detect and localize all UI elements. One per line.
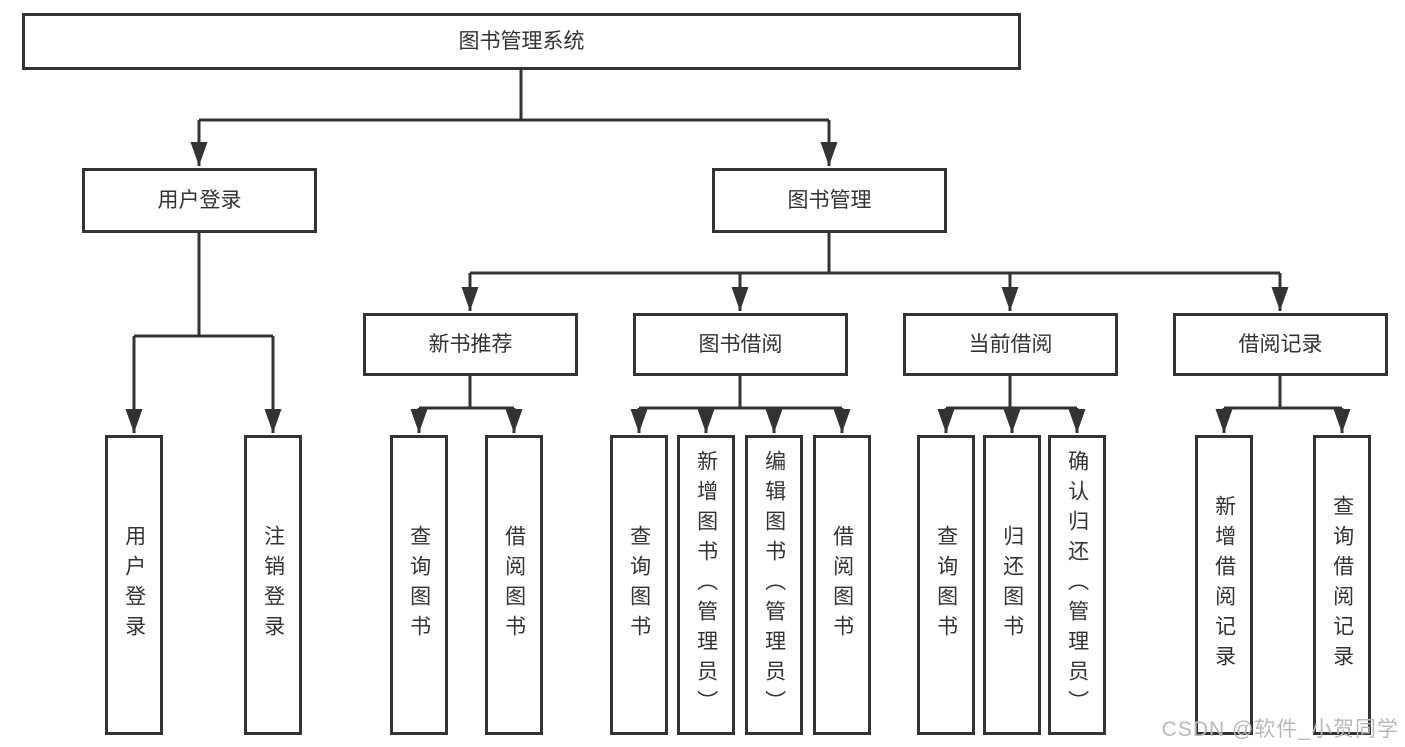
node-current-borrowing: 当前借阅 [903, 313, 1118, 376]
node-library-management-system: 图书管理系统 [22, 13, 1021, 70]
leaf-borrow-books-newbook: 借阅图书 [485, 435, 543, 735]
node-borrowing-records: 借阅记录 [1173, 313, 1388, 376]
node-user-login: 用户登录 [82, 168, 317, 233]
leaf-return-books: 归还图书 [983, 435, 1041, 735]
watermark-csdn: CSDN @软件_小贺同学 [1161, 718, 1399, 741]
leaf-edit-books-admin: 编辑图书（管理员） [745, 435, 803, 735]
leaf-query-books-borrow: 查询图书 [610, 435, 668, 735]
leaf-query-books-current: 查询图书 [917, 435, 975, 735]
leaf-logout-login: 注销登录 [244, 435, 302, 735]
leaf-query-borrow-record: 查询借阅记录 [1313, 435, 1371, 735]
leaf-query-books-newbook: 查询图书 [390, 435, 448, 735]
leaf-confirm-return-admin: 确认归还（管理员） [1048, 435, 1106, 735]
leaf-add-books-admin: 新增图书（管理员） [677, 435, 735, 735]
node-book-management: 图书管理 [712, 168, 947, 233]
node-new-book-recommend: 新书推荐 [363, 313, 578, 376]
leaf-borrow-books-borrow: 借阅图书 [813, 435, 871, 735]
leaf-add-borrow-record: 新增借阅记录 [1195, 435, 1253, 735]
leaf-user-login: 用户登录 [105, 435, 163, 735]
node-book-borrowing: 图书借阅 [633, 313, 848, 376]
